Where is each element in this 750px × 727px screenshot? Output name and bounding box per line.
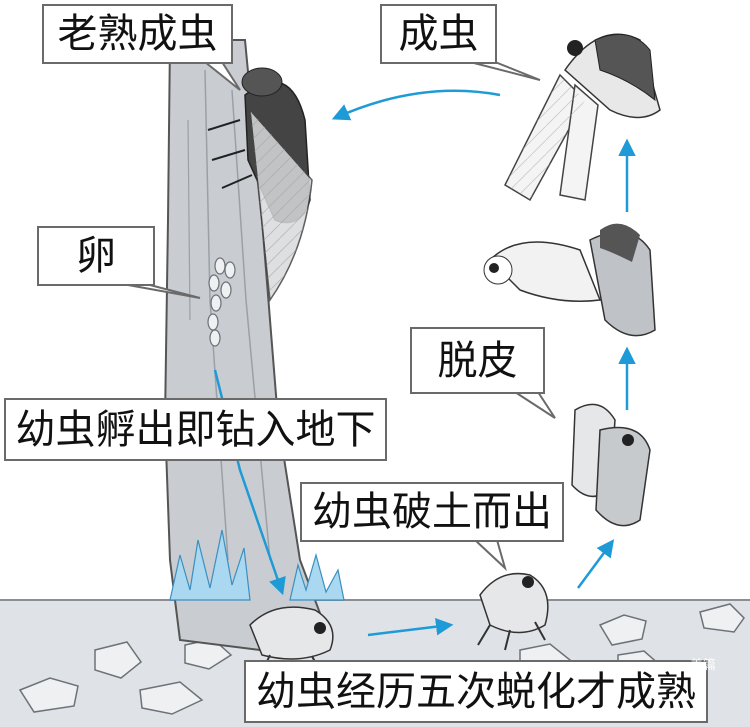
callout-tail-molt bbox=[511, 391, 556, 419]
adult-cicada bbox=[504, 33, 661, 202]
label-five-molts: 幼虫经历五次蜕化才成熟 bbox=[244, 660, 708, 723]
arrow-adult-to-old bbox=[331, 89, 501, 121]
label-old-adult: 老熟成虫 bbox=[42, 4, 233, 64]
underground-nymph bbox=[249, 606, 334, 677]
label-adult: 成虫 bbox=[380, 4, 497, 64]
watermark: 美篇 bbox=[690, 658, 717, 673]
nymph-emerging-ground bbox=[477, 572, 549, 651]
label-hatch: 幼虫孵出即钻入地下 bbox=[4, 398, 387, 461]
stone bbox=[94, 641, 143, 679]
old-adult-cicada bbox=[207, 67, 313, 303]
label-egg: 卵 bbox=[37, 226, 155, 286]
stone bbox=[18, 677, 79, 713]
label-emerge: 幼虫破土而出 bbox=[300, 482, 564, 542]
stone bbox=[139, 681, 204, 715]
callout-tail-adult bbox=[469, 61, 541, 81]
arrow-underground-to-ground bbox=[367, 618, 454, 637]
stone bbox=[598, 614, 647, 646]
molting-cicada bbox=[483, 223, 656, 337]
stone bbox=[699, 603, 745, 633]
arrow-ground-to-emerge bbox=[576, 539, 615, 589]
eggs bbox=[207, 257, 236, 347]
grass bbox=[169, 529, 345, 601]
label-molt: 脱皮 bbox=[410, 327, 545, 394]
emerging-nymph bbox=[571, 403, 651, 527]
callout-tail-emerge bbox=[472, 539, 507, 572]
